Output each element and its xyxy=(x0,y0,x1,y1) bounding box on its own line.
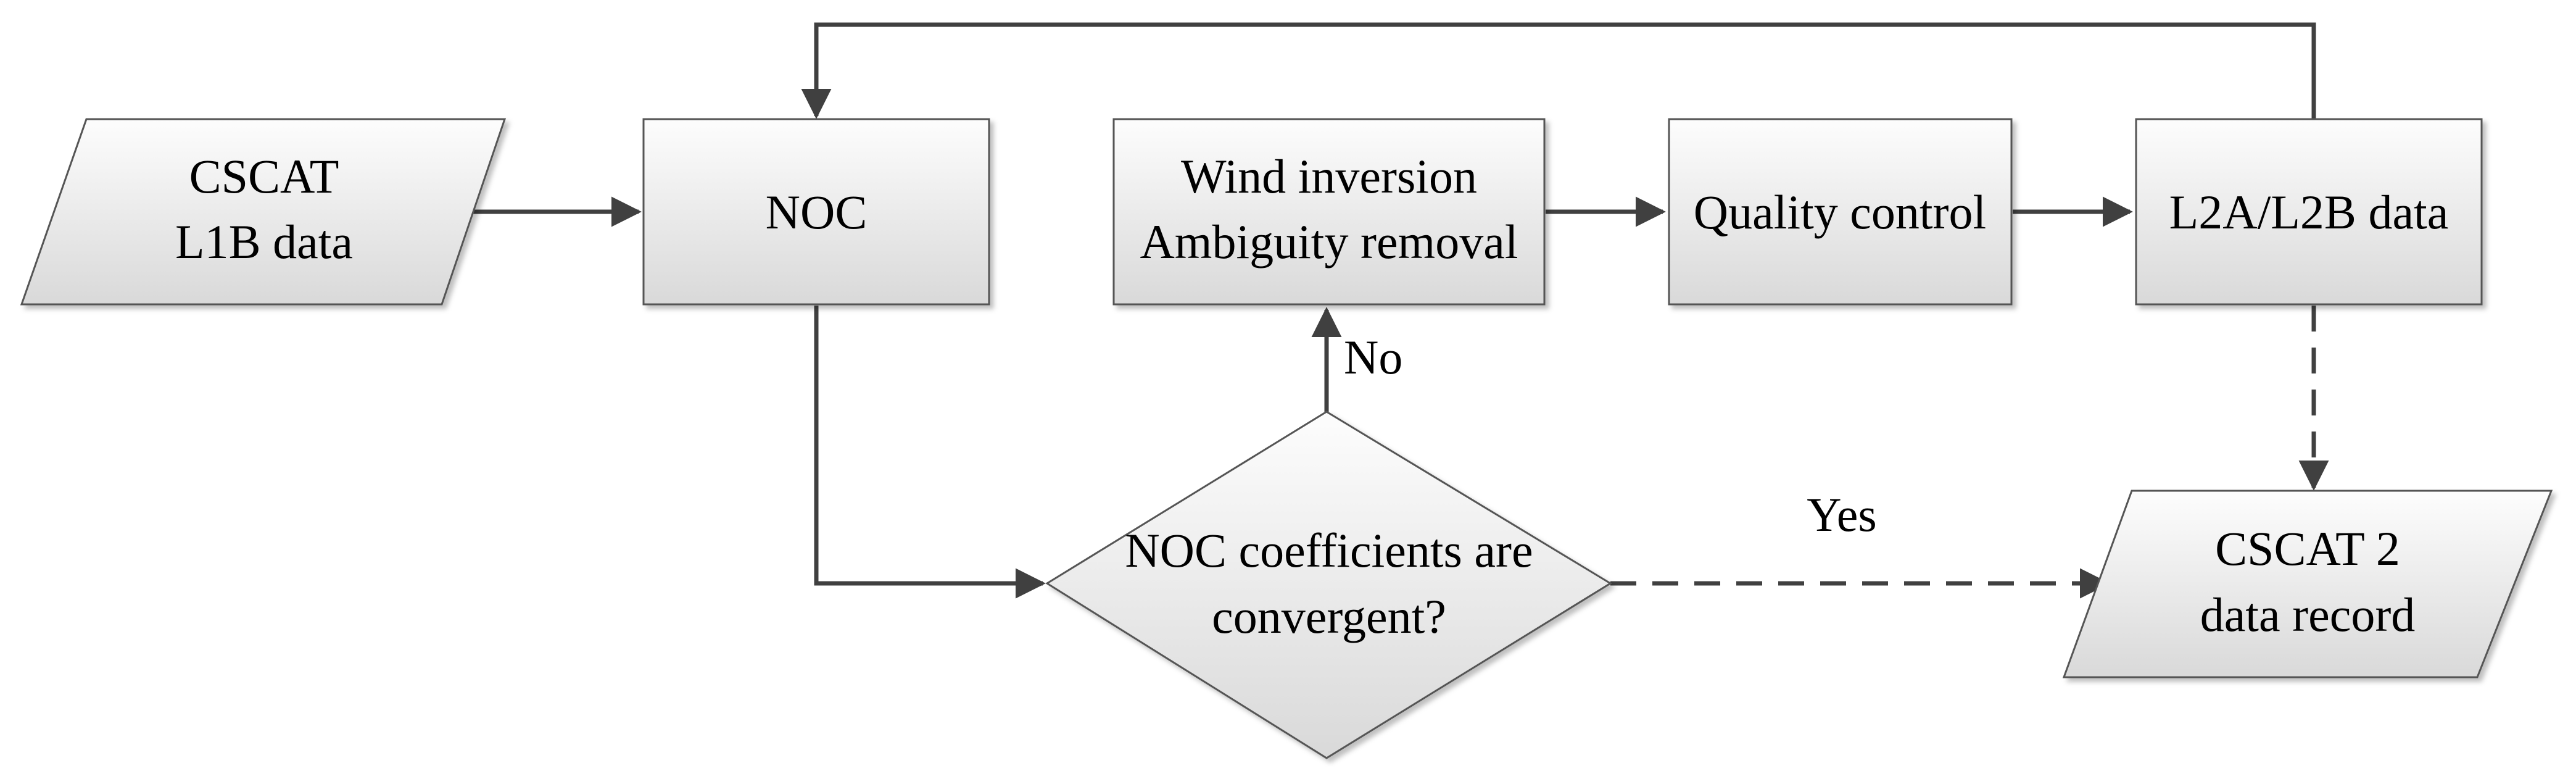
quality-control-label: Quality control xyxy=(1694,185,1986,239)
decision-diamond xyxy=(1045,411,1612,759)
noc-box xyxy=(642,118,990,306)
l2-data-label: L2A/L2B data xyxy=(2169,185,2449,239)
arrow-feedback-to-noc xyxy=(801,22,2316,119)
output-label-line2: data record xyxy=(2200,588,2416,641)
connectors xyxy=(453,22,2329,599)
wind-inversion-node: Wind inversion Ambiguity removal xyxy=(1112,118,1546,306)
input-node: CSCAT L1B data xyxy=(20,118,507,306)
decision-line2: convergent? xyxy=(1212,590,1446,643)
quality-control-node: Quality control xyxy=(1668,118,2013,306)
output-node: CSCAT 2 data record xyxy=(2062,490,2553,678)
input-label-line2: L1B data xyxy=(175,215,353,269)
wind-inversion-line1: Wind inversion xyxy=(1181,149,1477,203)
quality-control-box xyxy=(1668,118,2013,306)
edge-label-no: No xyxy=(1344,330,1402,384)
wind-inversion-box xyxy=(1112,118,1546,306)
output-parallelogram xyxy=(2062,490,2553,678)
wind-inversion-line2: Ambiguity removal xyxy=(1140,215,1518,269)
noc-node: NOC xyxy=(642,118,990,306)
l2-data-box xyxy=(2135,118,2483,306)
noc-label: NOC xyxy=(766,185,868,239)
arrow-noc-to-decision xyxy=(814,306,1046,599)
input-label-line1: CSCAT xyxy=(189,149,339,203)
edge-label-yes: Yes xyxy=(1807,488,1877,541)
decision-node: NOC coefficients are convergent? xyxy=(1045,411,1612,759)
l2-data-node: L2A/L2B data xyxy=(2135,118,2483,306)
decision-line1: NOC coefficients are xyxy=(1125,523,1533,577)
output-label-line1: CSCAT 2 xyxy=(2215,522,2400,575)
input-parallelogram xyxy=(20,118,507,306)
